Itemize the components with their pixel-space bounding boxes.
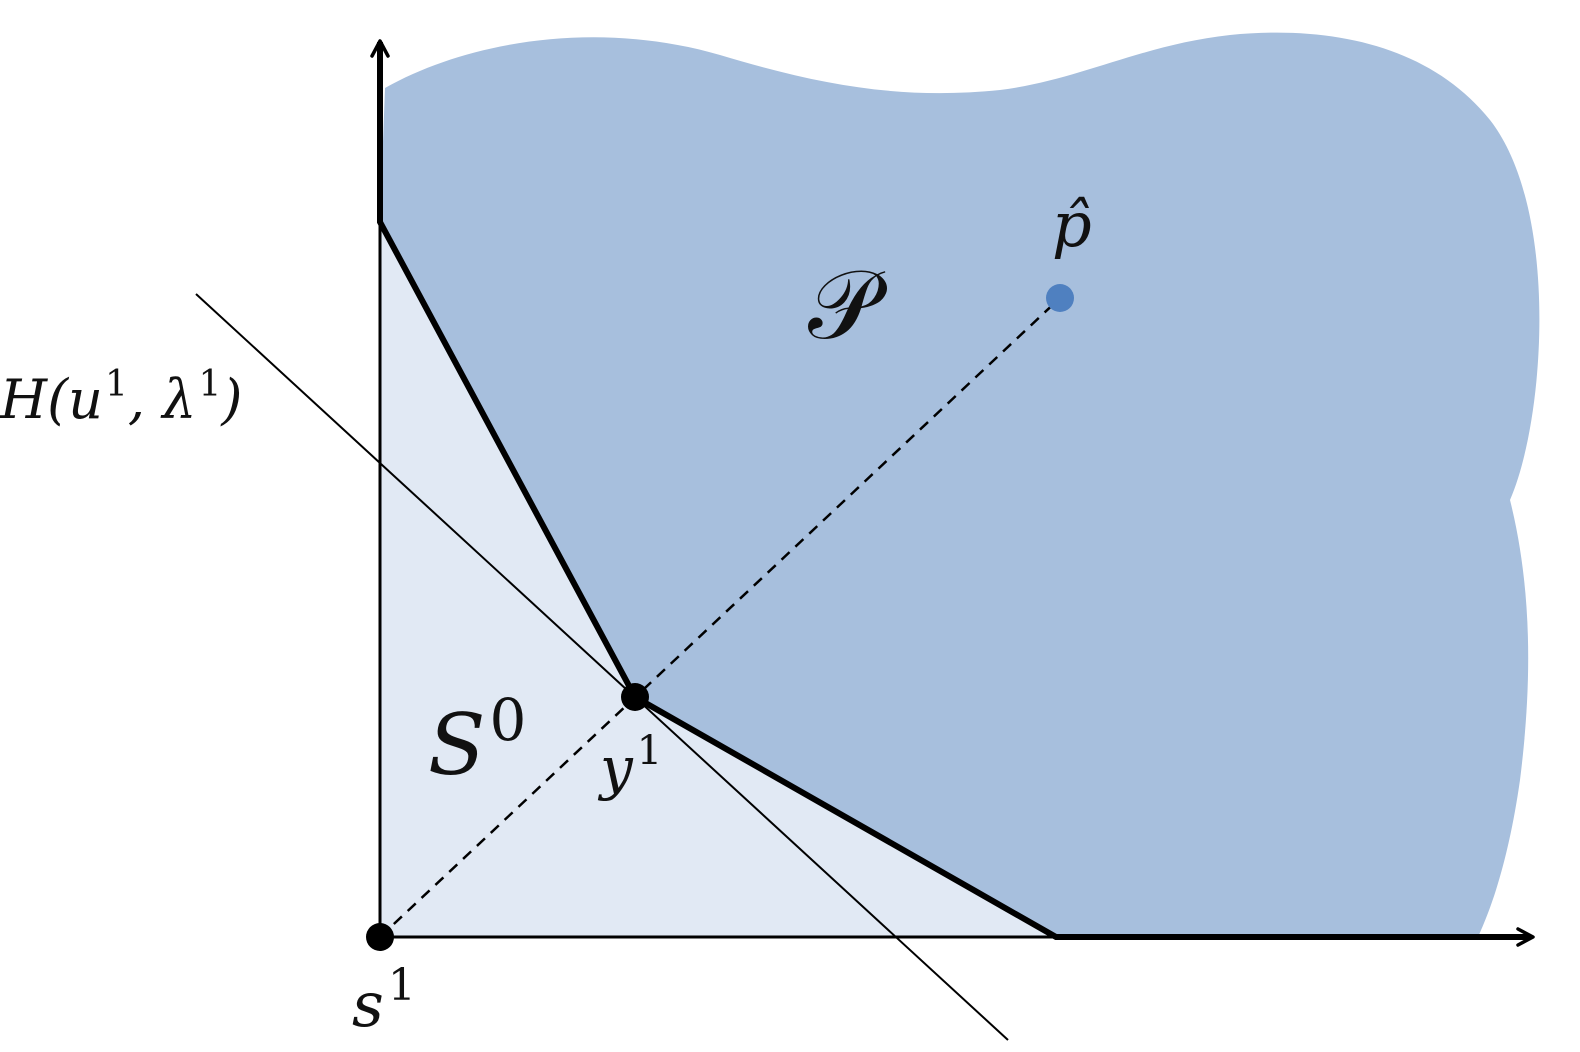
label-region-p: 𝒫 xyxy=(808,249,888,361)
label-region-s0: S0 xyxy=(428,686,526,794)
hyperplane-line xyxy=(195,293,1009,1041)
ideal-point-p-hat xyxy=(1046,284,1074,312)
label-hyperplane: H(u1, λ1) xyxy=(0,364,242,431)
label-ideal-point-p-hat: p̂ xyxy=(1052,188,1092,261)
label-point-s1: s1 xyxy=(352,960,416,1041)
region-s0 xyxy=(380,222,1056,937)
point-s1 xyxy=(366,923,394,951)
point-y1 xyxy=(621,683,649,711)
dashed-ray xyxy=(379,297,1061,938)
region-p xyxy=(380,32,1540,938)
